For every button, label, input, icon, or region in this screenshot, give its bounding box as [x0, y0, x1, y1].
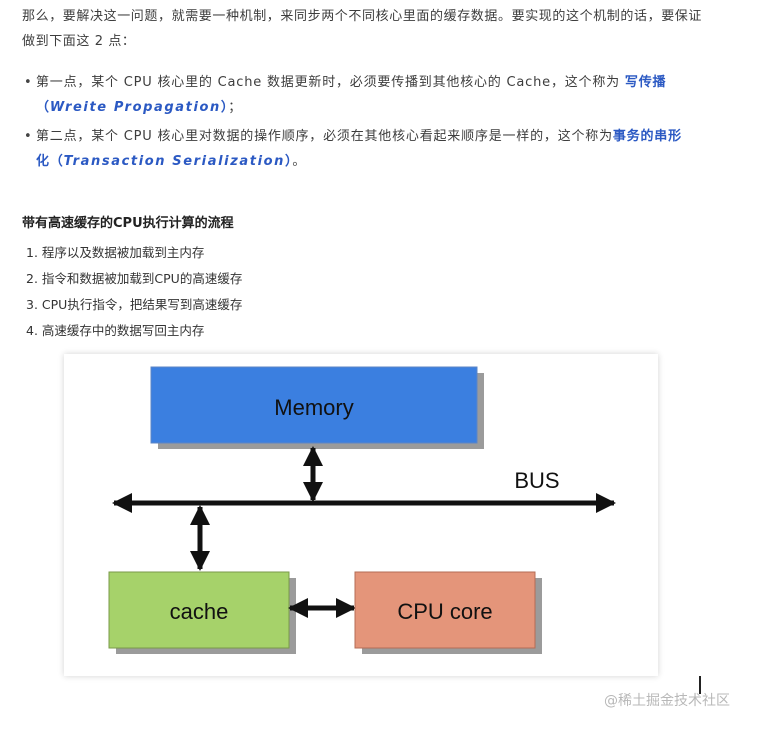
memory-label: Memory: [274, 395, 353, 420]
memory-box: [150, 366, 478, 444]
list-item: 4. 高速缓存中的数据写回主内存: [26, 323, 205, 338]
cpu-core-box: [354, 571, 536, 649]
bus-label: BUS: [514, 468, 559, 493]
requirements-list: 第一点，某个 CPU 核心里的 Cache 数据更新时，必须要传播到其他核心的 …: [24, 70, 686, 178]
cache-label: cache: [170, 599, 229, 624]
intro-paragraph: 那么，要解决这一问题，就需要一种机制，来同步两个不同核心里面的缓存数据。要实现的…: [22, 9, 703, 49]
text-cursor: [699, 676, 701, 694]
term-write-propagation: 写传播（Wreite Propagation）: [36, 75, 667, 115]
watermark: @稀土掘金技术社区: [604, 693, 730, 709]
bullet-text: 第一点，某个 CPU 核心里的 Cache 数据更新时，必须要传播到其他核心的 …: [36, 75, 620, 90]
list-item: 3. CPU执行指令，把结果写到高速缓存: [26, 297, 243, 312]
list-item: 第一点，某个 CPU 核心里的 Cache 数据更新时，必须要传播到其他核心的 …: [24, 70, 686, 120]
cache-box: [108, 571, 290, 649]
cpu-core-label: CPU core: [397, 599, 492, 624]
steps-list: 1. 程序以及数据被加载到主内存 2. 指令和数据被加载到CPU的高速缓存 3.…: [26, 240, 242, 344]
list-item: 1. 程序以及数据被加载到主内存: [26, 245, 205, 260]
cache-architecture-diagram: Memory BUS cache CPU core: [64, 354, 658, 676]
diagram-canvas: Memory BUS cache CPU core: [108, 366, 616, 654]
section-heading: 带有高速缓存的CPU执行计算的流程: [22, 216, 234, 231]
list-item: 第二点，某个 CPU 核心里对数据的操作顺序，必须在其他核心看起来顺序是一样的，…: [24, 124, 686, 174]
term-transaction-serialization: 事务的串形化（Transaction Serialization）: [36, 129, 682, 169]
list-item: 2. 指令和数据被加载到CPU的高速缓存: [26, 271, 243, 286]
bullet-text: 第二点，某个 CPU 核心里对数据的操作顺序，必须在其他核心看起来顺序是一样的，…: [36, 129, 613, 144]
